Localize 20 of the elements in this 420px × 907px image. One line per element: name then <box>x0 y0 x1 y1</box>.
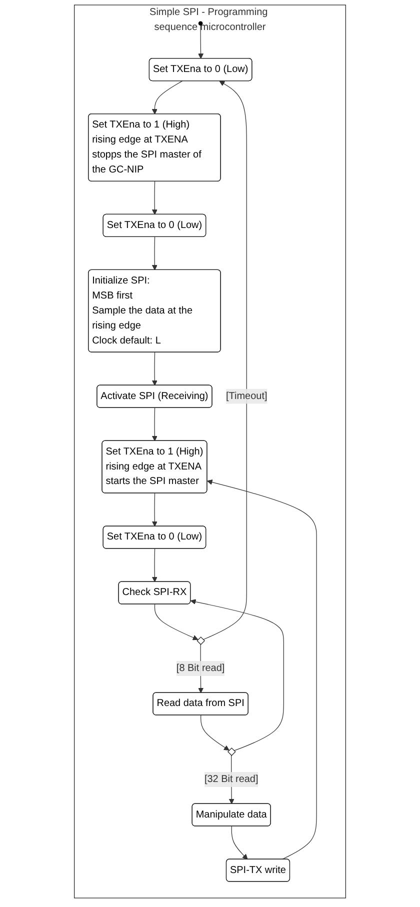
node-diamond <box>196 636 206 645</box>
edge-label: [Timeout] <box>226 390 268 402</box>
arrow <box>206 480 317 860</box>
edge-label: [32 Bit read] <box>204 774 258 785</box>
arrow <box>152 236 158 270</box>
edge-label: [8 Bit read] <box>176 662 225 674</box>
arrow <box>152 80 183 114</box>
arrow <box>200 714 230 751</box>
arrow <box>152 181 158 215</box>
arrow <box>202 80 247 640</box>
node-diamond <box>227 748 236 756</box>
arrow <box>152 492 158 527</box>
arrow <box>231 826 248 860</box>
node-circle <box>198 21 203 26</box>
arrow <box>198 24 204 59</box>
arrow <box>190 599 284 752</box>
arrow <box>152 408 158 442</box>
arrow <box>152 548 158 582</box>
arrow <box>154 604 198 640</box>
arrow <box>152 352 158 386</box>
